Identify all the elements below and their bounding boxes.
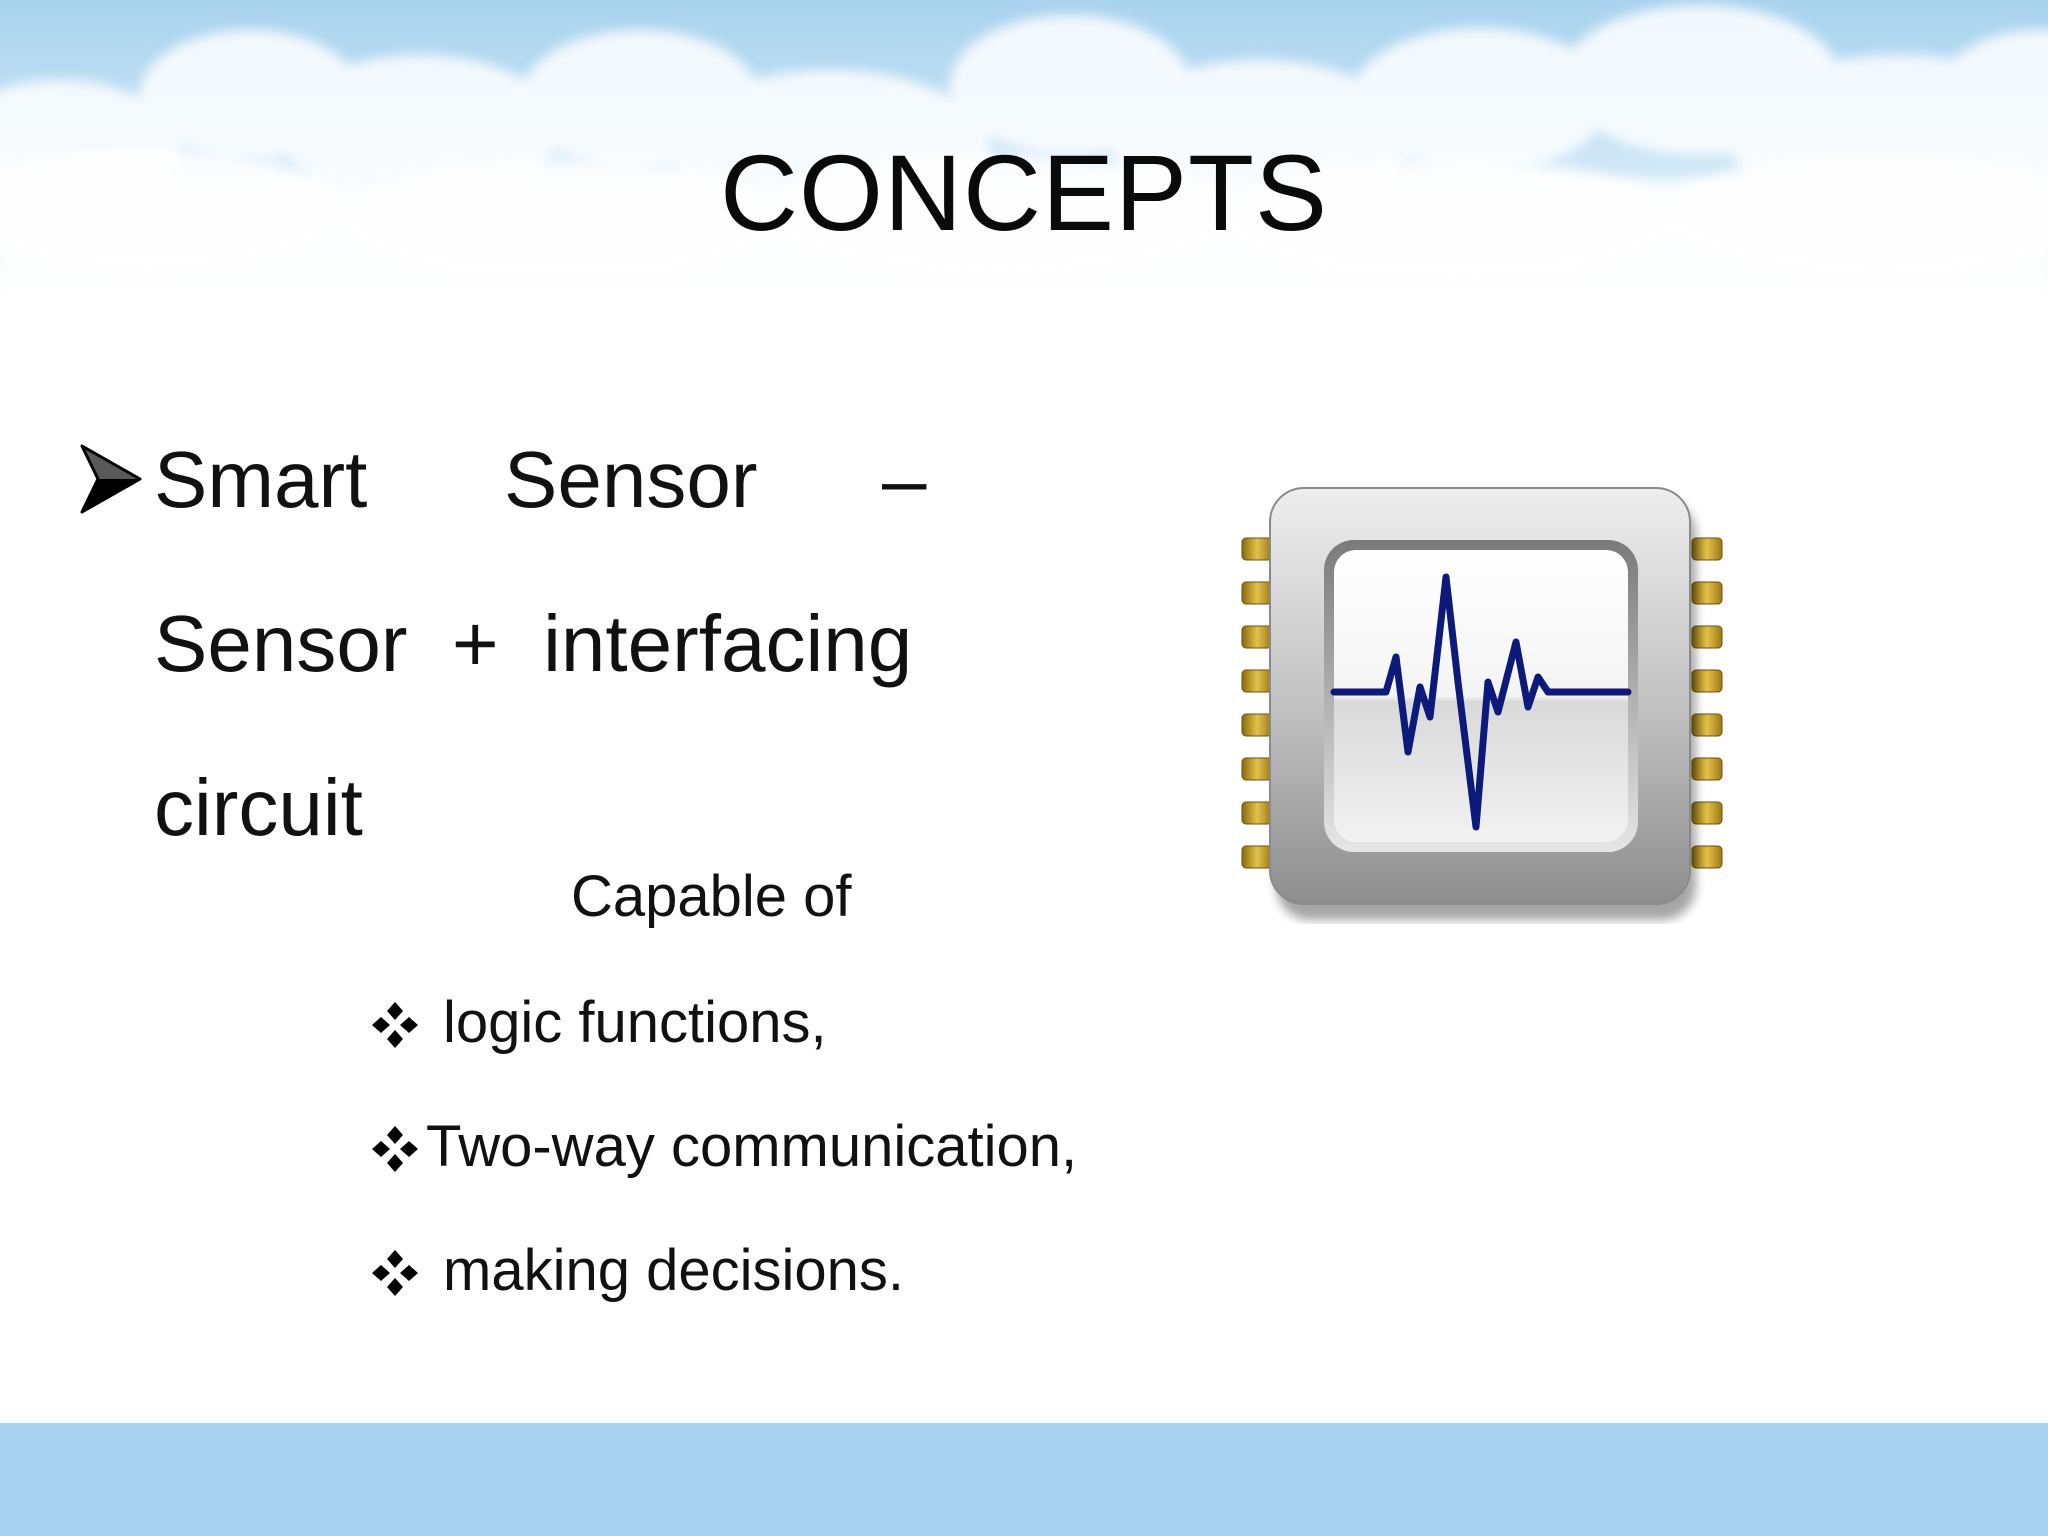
sub-bullet-text: logic functions, [443, 990, 827, 1055]
slide-title: CONCEPTS [719, 132, 1329, 253]
four-diamond-bullet-icon [372, 1126, 418, 1172]
main-bullet-word: Sensor [504, 435, 758, 524]
sensor-chip-waveform-icon [1241, 487, 1723, 920]
four-diamond-bullet-icon [372, 1002, 418, 1048]
four-diamond-bullet-icon [372, 1250, 418, 1296]
main-bullet-word: – [882, 435, 927, 524]
sub-bullet-text: making decisions. [443, 1238, 904, 1303]
main-bullet-word: Smart [154, 435, 368, 524]
capable-of-label: Capable of [571, 864, 852, 929]
main-bullet-line-2: Sensor + interfacing [154, 599, 913, 688]
sky-cloud-header [0, 0, 2048, 300]
footer-band [0, 1423, 2048, 1536]
main-bullet-line-3: circuit [154, 763, 363, 852]
sub-bullet-text: Two-way communication, [426, 1114, 1078, 1179]
arrowhead-bullet-icon [80, 444, 142, 514]
